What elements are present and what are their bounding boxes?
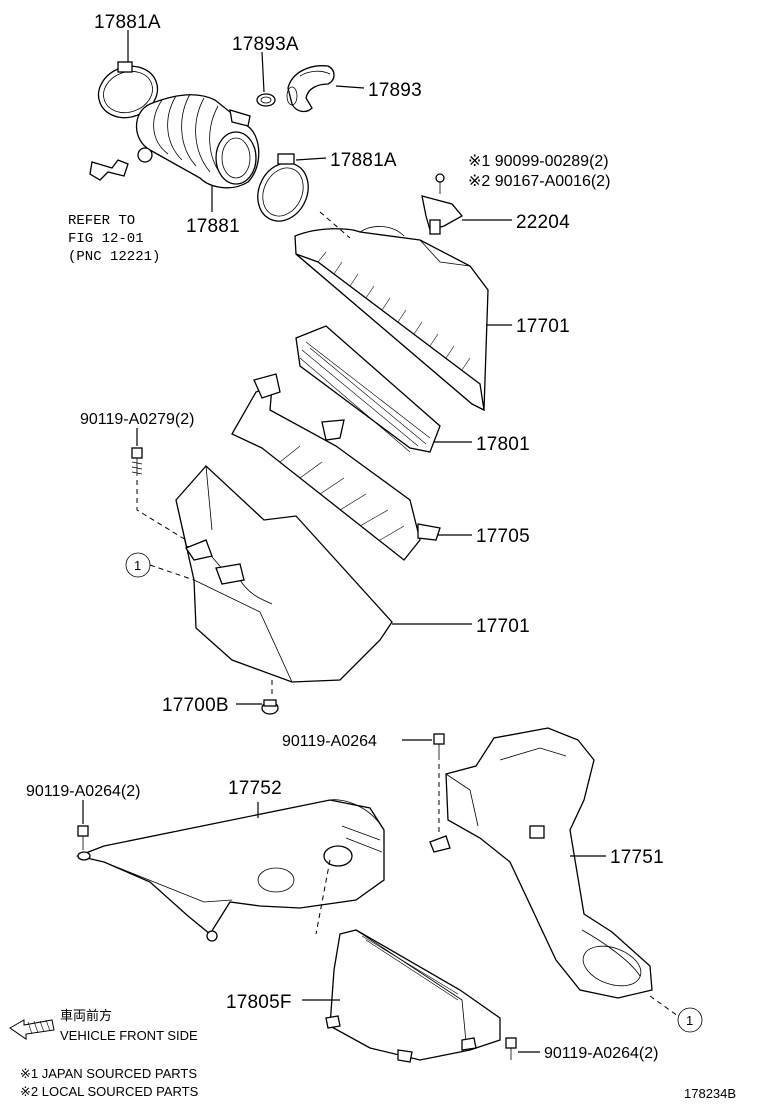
reference-marker-1-right: 1 — [677, 1007, 703, 1033]
label-17893A: 17893A — [232, 34, 299, 55]
air-cleaner-case-17701-bottom[interactable] — [175, 465, 393, 683]
note2-part-code: ※2 90167-A0016(2) — [468, 173, 610, 190]
pcv-fitting — [89, 159, 129, 181]
label-90119-A0279: 90119-A0279(2) — [80, 411, 194, 428]
label-17701-bottom: 17701 — [476, 616, 530, 637]
bolt-90119-A0264-single[interactable] — [433, 733, 445, 760]
refer-line-2: FIG 12-01 — [68, 231, 144, 247]
clamp-17881A-mid[interactable] — [249, 153, 318, 229]
air-duct-17751[interactable] — [429, 727, 653, 999]
legend-front-jp: 車両前方 — [60, 1008, 112, 1023]
label-17801: 17801 — [476, 434, 530, 455]
air-filter-element-17801[interactable] — [295, 325, 441, 453]
legend-note-2: ※2 LOCAL SOURCED PARTS — [20, 1084, 199, 1099]
legend-note-1: ※1 JAPAN SOURCED PARTS — [20, 1066, 197, 1081]
label-90119-A0264-left: 90119-A0264(2) — [26, 783, 140, 800]
label-17881A-mid: 17881A — [330, 150, 397, 171]
label-17700B: 17700B — [162, 695, 229, 716]
refer-line-1: REFER TO — [68, 213, 135, 229]
vehicle-front-arrow-icon — [9, 1019, 55, 1040]
label-17881A-top: 17881A — [94, 12, 161, 33]
air-cleaner-cap-17701-top[interactable] — [294, 226, 489, 412]
legend-front-en: VEHICLE FRONT SIDE — [60, 1028, 198, 1043]
clamp-17893A[interactable] — [256, 93, 276, 107]
reference-marker-1-left: 1 — [125, 552, 151, 578]
label-17893: 17893 — [368, 80, 422, 101]
air-cleaner-case-17705[interactable] — [231, 373, 441, 561]
label-22204: 22204 — [516, 212, 570, 233]
airflow-sensor-22204[interactable] — [421, 173, 464, 235]
label-90119-A0264-single: 90119-A0264 — [282, 733, 377, 750]
bolt-90119-A0264-bottom[interactable] — [505, 1037, 517, 1060]
label-17751: 17751 — [610, 847, 664, 868]
refer-line-3: (PNC 12221) — [68, 249, 160, 265]
svg-text:1: 1 — [686, 1013, 693, 1028]
clamp-17881A-top[interactable] — [91, 58, 164, 126]
label-17701-top: 17701 — [516, 316, 570, 337]
label-17805F: 17805F — [226, 992, 292, 1013]
label-17752: 17752 — [228, 778, 282, 799]
drain-valve-17700B[interactable] — [261, 699, 279, 715]
air-duct-17752[interactable] — [75, 799, 385, 942]
note1-part-code: ※1 90099-00289(2) — [468, 153, 609, 170]
svg-text:1: 1 — [134, 558, 141, 573]
resonator-17805F[interactable] — [325, 929, 501, 1063]
bolt-90119-A0279[interactable] — [131, 447, 143, 476]
label-17881: 17881 — [186, 216, 240, 237]
label-17705: 17705 — [476, 526, 530, 547]
bolt-90119-A0264-left[interactable] — [77, 825, 89, 850]
hose-17893[interactable] — [286, 65, 335, 113]
figure-id: 178234B — [684, 1086, 736, 1101]
intake-hose-17881[interactable] — [136, 93, 260, 189]
label-90119-A0264-bottom: 90119-A0264(2) — [544, 1045, 658, 1062]
